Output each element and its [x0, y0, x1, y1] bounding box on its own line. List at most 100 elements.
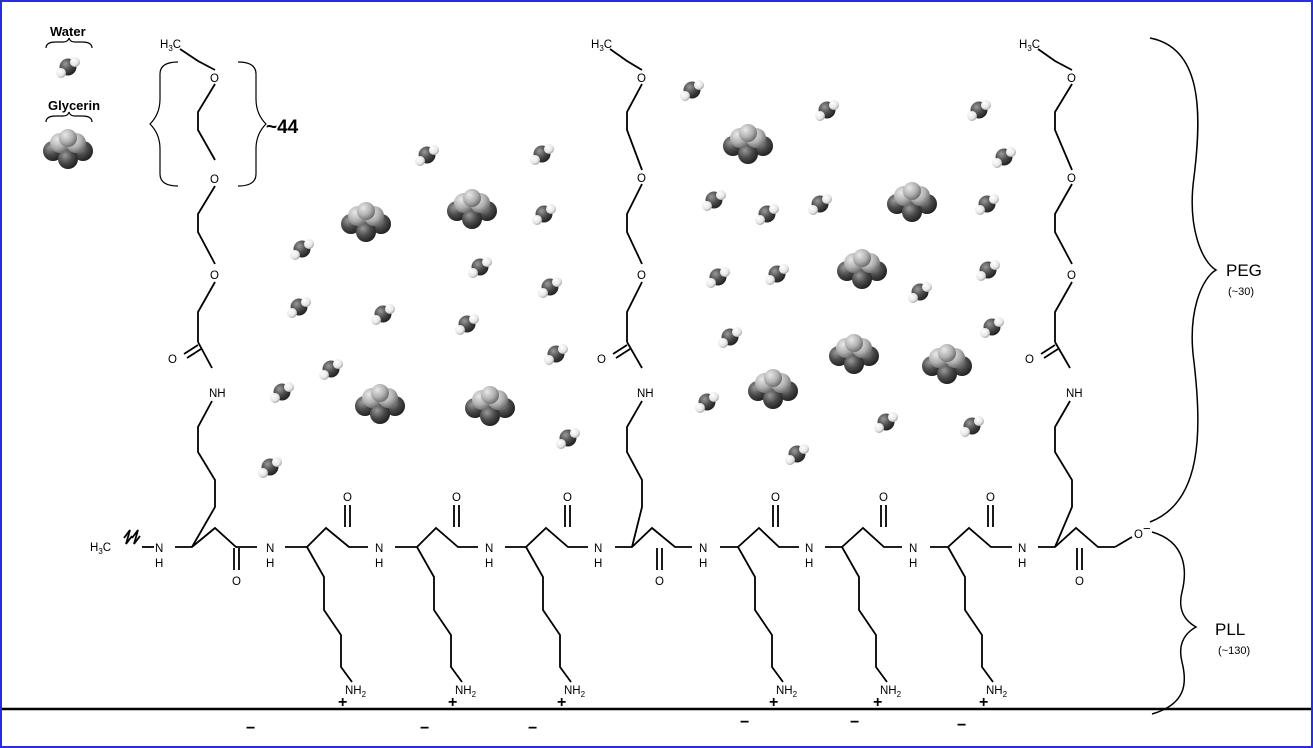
- amide-nh: NH: [1066, 388, 1083, 400]
- ammonium-group: NH2: [986, 685, 1008, 699]
- water-molecule-icon: [544, 344, 568, 365]
- backbone-hydrogen: H: [699, 558, 707, 570]
- backbone-hydrogen: H: [1018, 558, 1026, 570]
- ether-oxygen: O: [210, 73, 219, 85]
- backbone-carbonyl-oxygen: O: [879, 492, 888, 504]
- backbone-hydrogen: H: [266, 558, 274, 570]
- backbone-carbonyl-oxygen: O: [232, 576, 241, 588]
- water-molecule-icon: [992, 147, 1016, 168]
- backbone-nitrogen: N: [909, 543, 917, 555]
- backbone-nitrogen: N: [155, 543, 163, 555]
- water-molecule-icon: [290, 239, 314, 260]
- water-molecule-icon: [258, 457, 282, 478]
- glycerin-molecule-icon: [748, 369, 798, 409]
- ammonium-charge-plus: +: [557, 694, 566, 711]
- lysine-side-chains: [306, 546, 994, 683]
- surface-charge-minus: −: [246, 720, 255, 737]
- water-molecule-icon: [765, 264, 789, 285]
- carboxylate-oxygen: O−: [1134, 521, 1151, 541]
- water-molecule-icon: [975, 194, 999, 215]
- surface-charge-minus: −: [850, 714, 859, 731]
- amide-nh: NH: [637, 388, 654, 400]
- water-molecule-icon: [706, 267, 730, 288]
- backbone-nitrogen: N: [266, 543, 274, 555]
- backbone-carbonyl-oxygen: O: [563, 492, 572, 504]
- amide-nh: NH: [209, 388, 226, 400]
- surface-charge-minus: −: [740, 714, 749, 731]
- ammonium-charge-plus: +: [979, 694, 988, 711]
- ammonium-charge-plus: +: [873, 694, 882, 711]
- water-molecule-icon: [718, 327, 742, 348]
- methyl-group: H3C: [160, 39, 181, 53]
- pll-brace-icon: [1151, 531, 1198, 715]
- backbone-nitrogen: N: [485, 543, 493, 555]
- surface-charge-minus: −: [528, 720, 537, 737]
- water-molecule-icon: [960, 416, 984, 437]
- ether-oxygen: O: [637, 73, 646, 85]
- brace-labels: ~44 PEG (~30) PLL (~130): [266, 117, 1262, 657]
- ammonium-group: NH2: [776, 685, 798, 699]
- glycerin-molecule-icon: [922, 344, 972, 384]
- methyl-group: H3C: [591, 39, 612, 53]
- backbone-hydrogen: H: [485, 558, 493, 570]
- water-molecule-icon: [319, 359, 343, 380]
- peg-brace-icon: [1149, 37, 1218, 523]
- backbone-nitrogen: N: [594, 543, 602, 555]
- pll-backbone: [123, 505, 1133, 570]
- ether-oxygen: O: [637, 270, 646, 282]
- methyl-group: H3C: [1019, 39, 1040, 53]
- ether-oxygen: O: [1067, 270, 1076, 282]
- backbone-nitrogen: N: [805, 543, 813, 555]
- glycerin-molecule-icon: [887, 182, 937, 222]
- ammonium-group: NH2: [455, 685, 477, 699]
- water-molecule-icon: [808, 194, 832, 215]
- glycerin-molecule-icon: [341, 202, 391, 242]
- water-molecule-icon: [680, 80, 704, 101]
- water-molecule-icon: [415, 145, 439, 166]
- water-molecule-icon: [270, 382, 294, 403]
- ammonium-charge-plus: +: [448, 694, 457, 711]
- ether-oxygen: O: [1067, 73, 1076, 85]
- peg-label: PEG: [1226, 261, 1262, 280]
- water-molecule-icon: [980, 317, 1004, 338]
- peg-chains: [179, 48, 1073, 548]
- backbone-carbonyl-oxygen: O: [452, 492, 461, 504]
- peg-count-label: (~30): [1228, 286, 1254, 298]
- backbone-hydrogen: H: [594, 558, 602, 570]
- repeat-unit-brackets: [149, 61, 267, 187]
- ammonium-group: NH2: [345, 685, 367, 699]
- surface-charge-minus: −: [957, 717, 966, 734]
- backbone-carbonyl-oxygen: O: [1075, 576, 1084, 588]
- surface: − − − − − −: [2, 707, 1311, 737]
- backbone-hydrogen: H: [155, 558, 163, 570]
- repeat-count-label: ~44: [266, 117, 299, 138]
- legend-glycerin-brace-icon: [45, 111, 93, 123]
- ammonium-group: NH2: [564, 685, 586, 699]
- ammonium-group: NH2: [880, 685, 902, 699]
- ether-oxygen: O: [637, 173, 646, 185]
- ammonium-charge-plus: +: [769, 694, 778, 711]
- pll-label: PLL: [1215, 620, 1245, 639]
- legend-water-molecule-icon: [56, 57, 80, 78]
- water-molecule-icon: [815, 100, 839, 121]
- water-molecule-icon: [695, 392, 719, 413]
- ether-oxygen: O: [210, 174, 219, 186]
- legend-water-brace-icon: [45, 37, 93, 49]
- glycerin-molecule-icon: [465, 386, 515, 426]
- backbone-hydrogen: H: [375, 558, 383, 570]
- backbone-hydrogen: H: [909, 558, 917, 570]
- legend-water-label: Water: [50, 24, 86, 39]
- water-molecule-icon: [976, 260, 1000, 281]
- water-molecule-icon: [755, 204, 779, 225]
- legend: Water Glycerin: [43, 24, 100, 169]
- backbone-carbonyl-oxygen: O: [343, 492, 352, 504]
- glycerin-molecule-icon: [723, 124, 773, 164]
- peg-pll-braces: [1149, 37, 1218, 715]
- water-molecule-icon: [556, 428, 580, 449]
- water-molecule-icon: [785, 444, 809, 465]
- atom-labels: H3C H3C H3C H3C O O O O O O O O O O O O …: [90, 39, 1151, 711]
- water-molecule-icon: [532, 204, 556, 225]
- backbone-carbonyl-oxygen: O: [771, 492, 780, 504]
- water-molecule-icon: [455, 314, 479, 335]
- carbonyl-oxygen: O: [597, 354, 606, 366]
